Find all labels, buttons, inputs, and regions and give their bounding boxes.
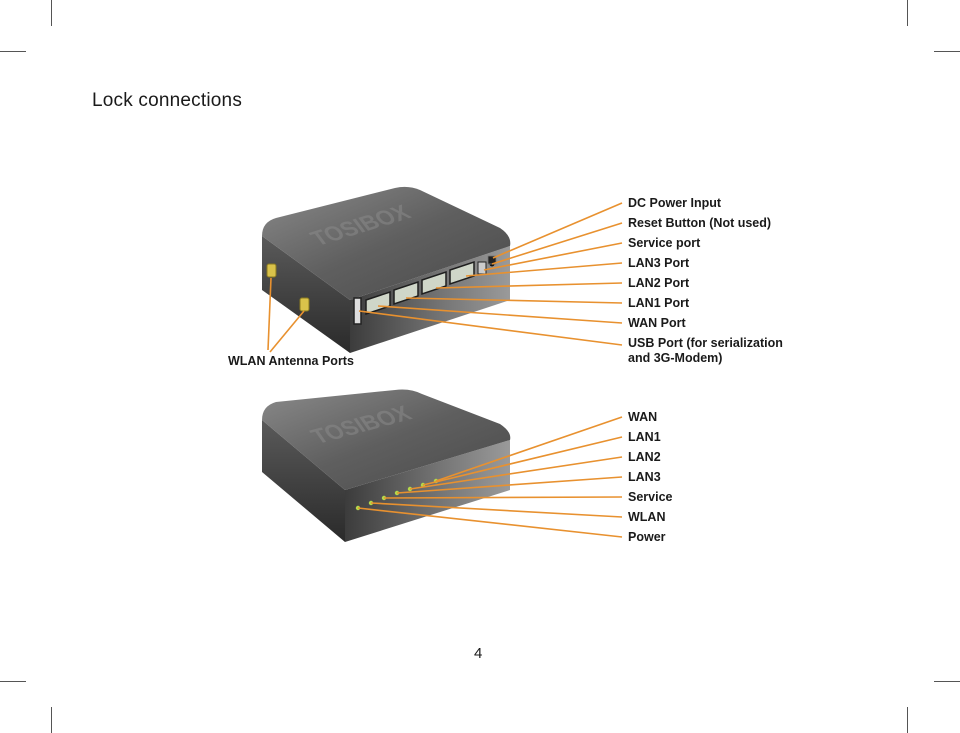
leader-lines-back	[267, 202, 623, 353]
antenna-port	[299, 297, 310, 312]
label-led-lan2: LAN2	[628, 450, 661, 464]
label-wan-port: WAN Port	[628, 316, 686, 330]
page-number: 4	[474, 645, 483, 662]
label-wlan-antenna-ports: WLAN Antenna Ports	[228, 354, 354, 368]
label-led-wan: WAN	[628, 410, 658, 424]
label-led-service: Service	[628, 490, 673, 504]
crop-mark	[907, 707, 908, 733]
label-led-lan3: LAN3	[628, 470, 661, 484]
label-led-power: Power	[628, 530, 666, 544]
antenna-port	[266, 263, 277, 278]
label-led-wlan: WLAN	[628, 510, 666, 524]
label-service-port: Service port	[628, 236, 701, 250]
crop-mark	[934, 51, 960, 52]
router-front-view: TOSIBOX	[262, 389, 511, 542]
label-lan2-port: LAN2 Port	[628, 276, 690, 290]
crop-mark	[51, 707, 52, 733]
crop-mark	[934, 681, 960, 682]
label-led-lan1: LAN1	[628, 430, 661, 444]
crop-mark	[0, 681, 26, 682]
page-title: Lock connections	[92, 90, 243, 111]
crop-mark	[907, 0, 908, 26]
label-usb-port-cont: and 3G-Modem)	[628, 351, 723, 365]
label-lan1-port: LAN1 Port	[628, 296, 690, 310]
leader-lines-front	[357, 416, 623, 538]
crop-mark	[51, 0, 52, 26]
router-back-view: TOSIBOX	[262, 186, 511, 353]
label-dc-power-input: DC Power Input	[628, 196, 722, 210]
label-reset-button: Reset Button (Not used)	[628, 216, 772, 230]
service-port	[477, 261, 487, 275]
label-lan3-port: LAN3 Port	[628, 256, 690, 270]
label-usb-port: USB Port (for serialization	[628, 336, 783, 350]
crop-mark	[0, 51, 26, 52]
